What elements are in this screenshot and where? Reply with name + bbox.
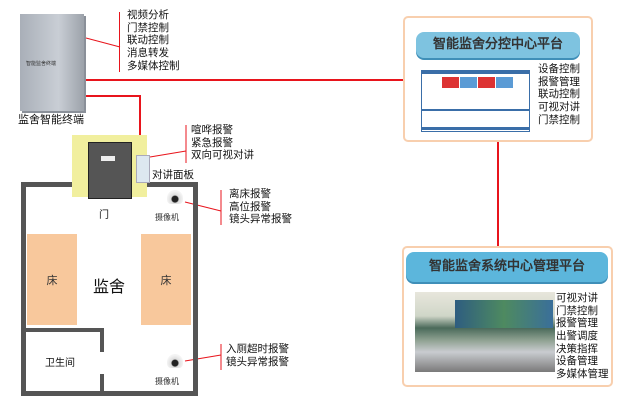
intercom-label: 对讲面板: [152, 169, 194, 181]
door-label: 门: [99, 210, 109, 221]
cell-door: [88, 142, 132, 199]
room-wall-left: [21, 182, 26, 396]
feature: 紧急报警: [191, 136, 233, 149]
feature: 决策指挥: [556, 342, 598, 355]
feature: 报警管理: [556, 317, 598, 330]
bathroom-wall: [100, 374, 104, 394]
terminal-to-intercom-line-v: [139, 95, 141, 155]
camera-bottom-feature-list: 入厕超时报警 镜头异常报警: [226, 343, 289, 368]
feature: 入厕超时报警: [226, 343, 289, 355]
feature: 设备控制: [538, 63, 580, 75]
feature: 喧哗报警: [191, 124, 233, 136]
terminal-bracket: [119, 12, 120, 72]
feature: 出警调度: [556, 330, 598, 343]
terminal-cabinet: 智能监舍终端: [20, 14, 84, 111]
bed-left: 床: [27, 234, 77, 325]
feature: 门禁控制: [556, 304, 598, 317]
feature: 联动控制: [127, 34, 169, 47]
feature: 门禁控制: [538, 113, 580, 126]
terminal-to-intercom-line: [86, 95, 141, 97]
room-wall-bottom: [21, 391, 198, 396]
feature: 视频分析: [127, 9, 169, 21]
branch-platform-screenshot: [421, 70, 530, 132]
feature: 高位报警: [229, 200, 271, 213]
control-room-photo: [415, 292, 555, 372]
camera-icon: [167, 354, 183, 368]
feature: 设备管理: [556, 355, 598, 368]
feature: 消息转发: [127, 47, 169, 60]
bed-right: 床: [141, 234, 191, 325]
terminal-label: 监舍智能终端: [18, 113, 84, 126]
branch-to-central-line: [497, 140, 499, 247]
door-window: [101, 156, 115, 161]
feature: 可视对讲: [556, 292, 598, 304]
central-platform-title: 智能监舍系统中心管理平台: [406, 252, 608, 282]
bathroom-wall: [21, 328, 104, 332]
feature: 多媒体控制: [127, 59, 180, 72]
feature: 报警管理: [538, 75, 580, 88]
branch-platform-title: 智能监舍分控中心平台: [416, 32, 580, 58]
bathroom-wall: [100, 328, 104, 352]
camera-top-label: 摄像机: [155, 213, 179, 222]
central-feature-list: 可视对讲 门禁控制 报警管理 出警调度 决策指挥 设备管理 多媒体管理: [556, 292, 609, 381]
feature: 离床报警: [229, 188, 271, 200]
feature: 门禁控制: [127, 21, 169, 34]
feature: 镜头异常报警: [229, 213, 292, 226]
camera-bottom-label: 摄像机: [155, 377, 179, 386]
room-name: 监舍: [93, 277, 126, 296]
terminal-to-branch-line: [86, 79, 404, 81]
terminal-device-label: 智能监舍终端: [26, 61, 57, 67]
feature: 可视对讲: [538, 101, 580, 114]
feature: 多媒体管理: [556, 368, 609, 381]
feature: 镜头异常报警: [226, 355, 289, 368]
camera-top-feature-list: 离床报警 高位报警 镜头异常报警: [229, 188, 292, 226]
terminal-feature-list: 视频分析 门禁控制 联动控制 消息转发 多媒体控制: [127, 9, 180, 72]
bathroom-label: 卫生间: [45, 358, 75, 369]
camera-icon: [167, 190, 183, 204]
feature: 双向可视对讲: [191, 149, 254, 162]
intercom-feature-list: 喧哗报警 紧急报警 双向可视对讲: [191, 124, 254, 162]
room-wall-right: [193, 182, 198, 396]
branch-feature-list: 设备控制 报警管理 联动控制 可视对讲 门禁控制: [538, 63, 580, 126]
intercom-panel[interactable]: [136, 155, 150, 183]
feature: 联动控制: [538, 88, 580, 101]
